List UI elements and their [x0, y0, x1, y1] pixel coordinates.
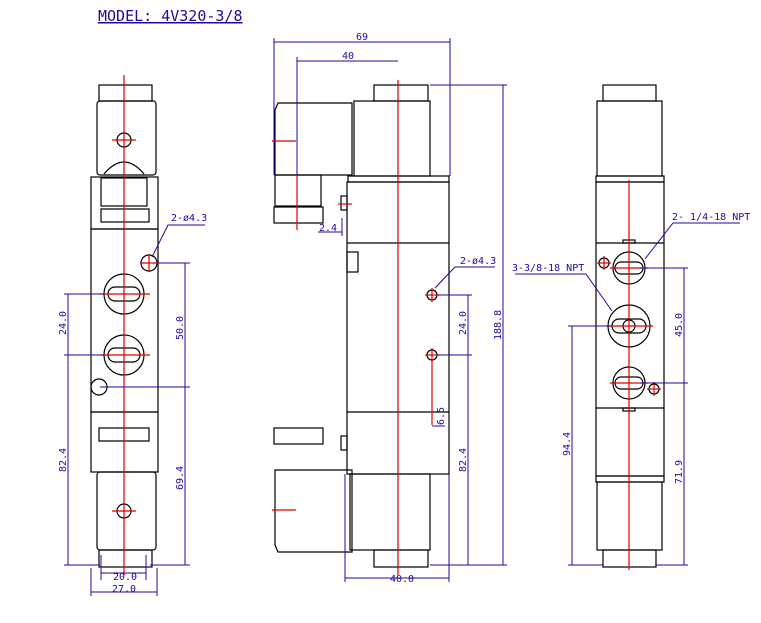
model-title: MODEL: 4V320-3/8	[98, 7, 243, 25]
dim-45: 45.0	[674, 313, 685, 337]
valve-body	[595, 181, 665, 477]
connector-cap	[273, 206, 324, 224]
connector-top	[274, 102, 353, 176]
side-view: 69 40 188.8 24.0 82.4 40.0 6.5 2.4 2-ø4.…	[272, 32, 507, 585]
dim-188-8: 188.8	[493, 310, 504, 340]
dim-40: 40	[342, 51, 354, 62]
dim-69-4: 69.4	[175, 466, 186, 490]
front-view: 2-ø4.3 24.0 82.4 50.0 69.4 20.0 27.0	[58, 75, 207, 596]
dim-27: 27.0	[112, 584, 136, 595]
dim-69: 69	[356, 32, 368, 43]
connector-cap	[100, 208, 150, 223]
coil-cap-top	[98, 84, 153, 102]
hole-callout: 2-ø4.3	[171, 213, 207, 224]
dim-24: 24.0	[58, 311, 69, 335]
small-port-callout: 2- 1/4-18 NPT	[672, 212, 750, 223]
connector-cap	[273, 427, 324, 445]
dim-40-0: 40.0	[390, 574, 414, 585]
coil-top	[96, 100, 157, 176]
dim-6-5: 6.5	[436, 407, 447, 425]
large-port-callout: 3-3/8-18 NPT	[512, 263, 584, 274]
dim-20: 20.0	[113, 572, 137, 583]
coil-cap-bottom	[98, 549, 153, 568]
coil-bottom	[349, 473, 431, 551]
dim-82-4: 82.4	[58, 448, 69, 472]
connector-bottom	[274, 469, 353, 553]
dim-71-9: 71.9	[674, 460, 685, 484]
coil-cap-top	[373, 84, 429, 102]
dim-82-4: 82.4	[458, 448, 469, 472]
coil-top	[353, 100, 431, 177]
dim-94-4: 94.4	[562, 432, 573, 456]
dim-2-4: 2.4	[319, 223, 337, 234]
back-view: 2- 1/4-18 NPT 3-3/8-18 NPT 45.0 94.4 71.…	[512, 84, 750, 570]
dim-24: 24.0	[458, 311, 469, 335]
hole-callout: 2-ø4.3	[460, 256, 496, 267]
coil-cap-bottom	[373, 549, 429, 568]
dim-50: 50.0	[175, 316, 186, 340]
coil-cap-top	[602, 84, 657, 102]
coil-top	[596, 100, 663, 177]
